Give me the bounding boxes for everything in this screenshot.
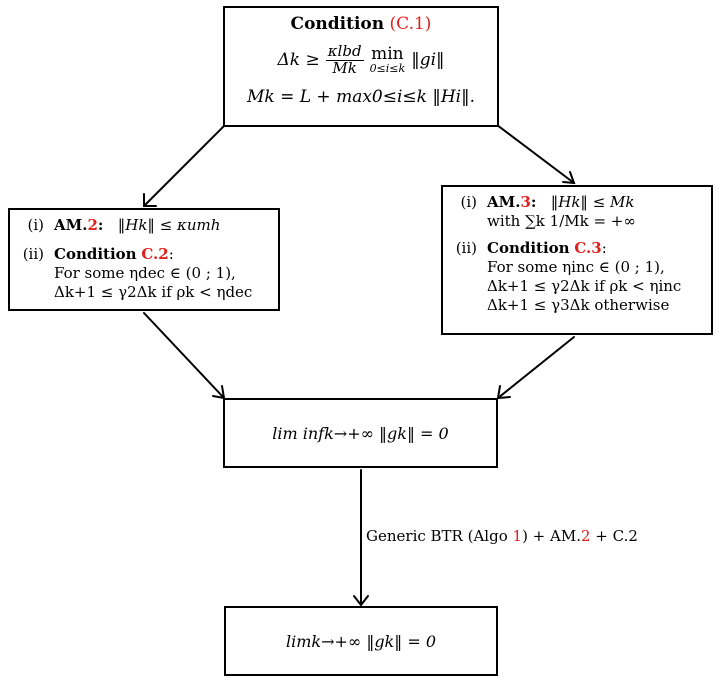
arrow-top-to-right <box>496 124 575 184</box>
left-item-2-label: Condition <box>54 245 137 263</box>
left-item-2-line1: For some ηdec ∈ (0 ; 1), <box>54 264 236 282</box>
right-item-1-sum-condition: with ∑k 1/Mk = +∞ <box>487 212 636 230</box>
right-item-2-line2: Δk+1 ≤ γ2Δk if ρk < ηinc <box>487 277 682 295</box>
arrowhead-middle-to-bottom <box>353 595 369 607</box>
arrowhead-top-to-right <box>562 171 576 185</box>
arrowhead-top-to-left <box>143 193 157 207</box>
left-item-1-colon: : <box>97 216 104 234</box>
right-item-1-colon: : <box>530 193 537 211</box>
edge-am2-ref-link[interactable]: 2 <box>580 527 591 545</box>
arrow-top-to-left <box>143 124 226 207</box>
condition-c1-ref-link[interactable]: (C.1) <box>389 14 432 34</box>
right-item-1-label: AM. <box>487 193 521 211</box>
am3-ref-link[interactable]: 3 <box>520 193 531 211</box>
am2-ref-link[interactable]: 2 <box>87 216 98 234</box>
right-item-2-line1: For some ηinc ∈ (0 ; 1), <box>487 258 665 276</box>
right-item-2-number: (ii) <box>455 239 477 257</box>
right-item-2-colon: : <box>601 239 607 257</box>
eq1-denominator: Mk <box>332 58 357 77</box>
right-item-1-body: AM.3: ‖Hk‖ ≤ Mk with ∑k 1/Mk = +∞ <box>487 193 707 231</box>
condition-c1-title: Condition (C.1) <box>225 14 497 34</box>
eq1-min-range: 0≤i≤k <box>369 62 406 76</box>
left-item-2-number: (ii) <box>22 245 44 263</box>
eq1-lhs: Δk ≥ <box>277 50 320 71</box>
edge-label-part3: + C.2 <box>590 527 638 545</box>
left-item-2-body: Condition C.2: For some ηdec ∈ (0 ; 1), … <box>54 245 274 302</box>
right-item-1-formula: ‖Hk‖ ≤ Mk <box>550 193 635 211</box>
c3-ref-link[interactable]: C.3 <box>574 239 602 257</box>
condition-c1-mk-definition: Mk = L + max0≤i≤k ‖Hi‖. <box>246 86 476 107</box>
eq1-min-operator: min 0≤i≤k <box>369 44 406 76</box>
eq1-norm: ‖gi‖ <box>411 50 445 71</box>
algo1-ref-link[interactable]: 1 <box>512 527 523 545</box>
am2-c2-box: (i) AM.2: ‖Hk‖ ≤ κumh (ii) Condition C.2… <box>8 208 280 311</box>
edge-label-part2: ) + AM. <box>522 527 581 545</box>
condition-c1-title-word: Condition <box>290 14 385 34</box>
edge-label-part1: Generic BTR (Algo <box>366 527 513 545</box>
right-item-1-number: (i) <box>460 193 477 211</box>
am3-c3-box: (i) AM.3: ‖Hk‖ ≤ Mk with ∑k 1/Mk = +∞ (i… <box>441 185 713 335</box>
condition-c1-box: Condition (C.1) Δk ≥ κlbd Mk min 0≤i≤k ‖… <box>223 6 499 127</box>
left-item-1-number: (i) <box>27 216 44 234</box>
arrowhead-right-to-middle <box>496 385 511 400</box>
liminf-result-box: lim infk→+∞ ‖gk‖ = 0 <box>223 398 498 468</box>
right-item-2-body: Condition C.3: For some ηinc ∈ (0 ; 1), … <box>487 239 707 315</box>
left-item-1-body: AM.2: ‖Hk‖ ≤ κumh <box>54 216 274 235</box>
left-item-2-line2: Δk+1 ≤ γ2Δk if ρk < ηdec <box>54 283 253 301</box>
left-item-1-formula: ‖Hk‖ ≤ κumh <box>117 216 221 234</box>
c2-ref-link[interactable]: C.2 <box>141 245 169 263</box>
edge-label-middle-to-bottom: Generic BTR (Algo 1) + AM.2 + C.2 <box>366 527 638 545</box>
liminf-result-text: lim infk→+∞ ‖gk‖ = 0 <box>272 423 449 443</box>
condition-c1-inequality: Δk ≥ κlbd Mk min 0≤i≤k ‖gi‖ <box>225 42 497 77</box>
right-item-2-label: Condition <box>487 239 570 257</box>
eq1-min-word: min <box>371 44 404 65</box>
eq1-numerator: κlbd <box>325 42 364 61</box>
right-item-2-line3: Δk+1 ≤ γ3Δk otherwise <box>487 296 670 314</box>
eq1-fraction: κlbd Mk <box>325 42 364 77</box>
lim-result-text: limk→+∞ ‖gk‖ = 0 <box>285 631 437 651</box>
lim-result-box: limk→+∞ ‖gk‖ = 0 <box>224 606 498 676</box>
arrow-right-to-middle <box>497 336 575 399</box>
left-item-2-colon: : <box>168 245 174 263</box>
left-item-1-label: AM. <box>54 216 88 234</box>
arrow-left-to-middle <box>143 312 225 399</box>
